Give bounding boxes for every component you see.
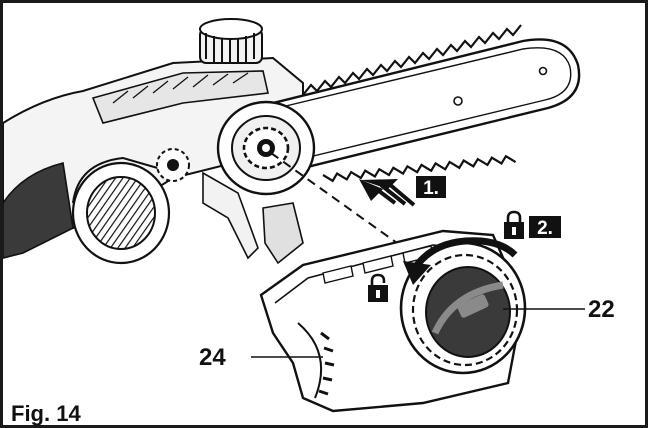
drive-sprocket <box>156 100 316 196</box>
step-2-label: 2. <box>537 218 553 239</box>
step-2-badge: 2. <box>529 216 561 239</box>
chainsaw-assembly-illustration: 1. <box>3 18 615 413</box>
unlock-icon <box>368 273 388 302</box>
callout-22-label: 22 <box>588 296 615 323</box>
callout-22: 22 <box>503 296 615 323</box>
rotation-arrow-icon <box>403 237 518 285</box>
figure-caption: Fig. 14 <box>11 401 81 426</box>
step-1-label: 1. <box>423 178 439 199</box>
callout-24: 24 <box>199 344 323 371</box>
callout-24-label: 24 <box>199 344 226 371</box>
step-1-badge: 1. <box>416 176 446 199</box>
locking-knob <box>399 241 527 375</box>
lock-icon <box>504 210 524 239</box>
arrow-icon <box>359 179 416 207</box>
guide-bar <box>250 24 581 183</box>
oil-tank-cap <box>199 18 263 64</box>
assembly-guide-line <box>270 152 419 259</box>
saw-housing <box>3 56 304 265</box>
